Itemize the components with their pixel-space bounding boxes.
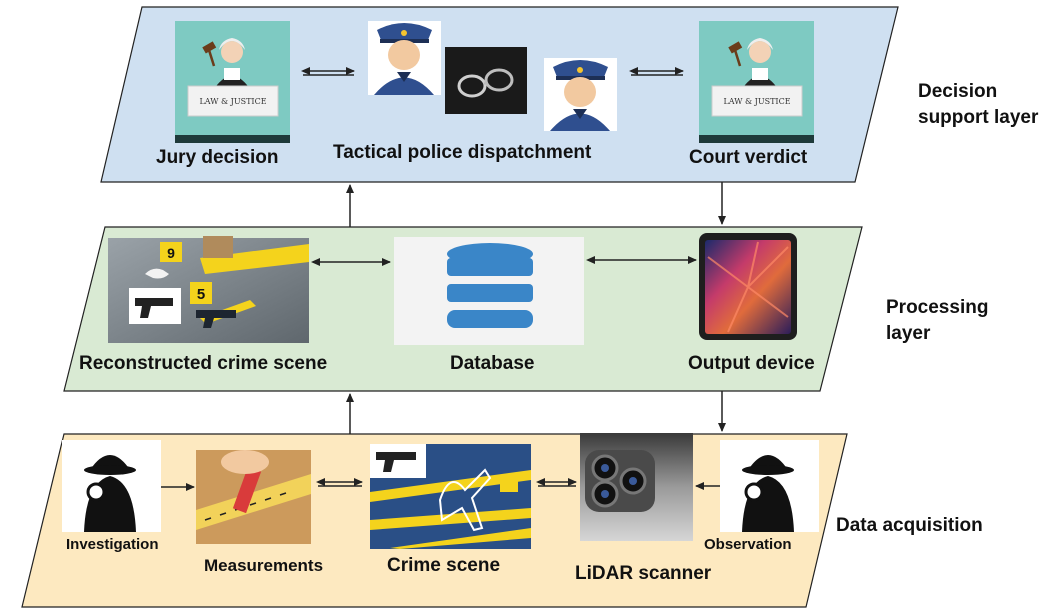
decision-layer-title-line1: Decision	[918, 81, 998, 102]
tactical-police-label: Tactical police dispatchment	[333, 142, 592, 163]
lidar-scanner-image	[580, 433, 693, 541]
evidence-marker-9: 9	[167, 245, 175, 261]
handcuffs-icon	[445, 47, 527, 114]
gavel-icon	[202, 41, 217, 67]
jury-sign-text: LAW & JUSTICE	[199, 97, 266, 106]
reconstructed-crime-scene-image: 9 5	[108, 236, 309, 343]
database-icon	[394, 237, 584, 345]
double-arrow-crimescene-lidar	[536, 478, 577, 487]
jury-decision-label: Jury decision	[156, 147, 279, 168]
detective-icon	[720, 440, 819, 532]
camera-lens-icon	[591, 454, 647, 508]
police-officer-icon	[368, 21, 441, 95]
lidar-scanner-label: LiDAR scanner	[575, 563, 712, 584]
investigation-label: Investigation	[66, 536, 159, 553]
tape-measure-icon	[196, 450, 311, 544]
double-arrow-police-court	[629, 67, 684, 76]
court-judge-image: LAW & JUSTICE	[699, 21, 814, 143]
processing-layer-title-line2: layer	[886, 323, 931, 344]
database-label: Database	[450, 353, 535, 374]
measurements-label: Measurements	[204, 556, 324, 575]
detective-icon	[62, 440, 161, 532]
tablet-icon	[699, 233, 797, 340]
double-arrow-measurements-crimescene	[316, 478, 363, 487]
output-device-label: Output device	[688, 353, 815, 374]
gun-icon	[135, 298, 173, 318]
court-sign-text: LAW & JUSTICE	[723, 97, 790, 106]
police-officer-icon	[544, 58, 617, 131]
decision-layer-title-line2: support layer	[918, 107, 1039, 128]
observation-label: Observation	[704, 536, 792, 553]
evidence-marker-5: 5	[197, 286, 205, 303]
gavel-icon	[728, 41, 743, 67]
jury-judge-image: LAW & JUSTICE	[175, 21, 290, 143]
processing-layer-title-line1: Processing	[886, 297, 989, 318]
double-arrow-jury-police	[301, 67, 355, 76]
reconstructed-crime-scene-label: Reconstructed crime scene	[79, 353, 328, 374]
crime-scene-image	[370, 444, 531, 549]
gun-icon	[376, 452, 416, 472]
court-verdict-label: Court verdict	[689, 147, 808, 168]
acquisition-layer-title: Data acquisition	[836, 515, 983, 536]
crime-scene-label: Crime scene	[387, 555, 501, 576]
